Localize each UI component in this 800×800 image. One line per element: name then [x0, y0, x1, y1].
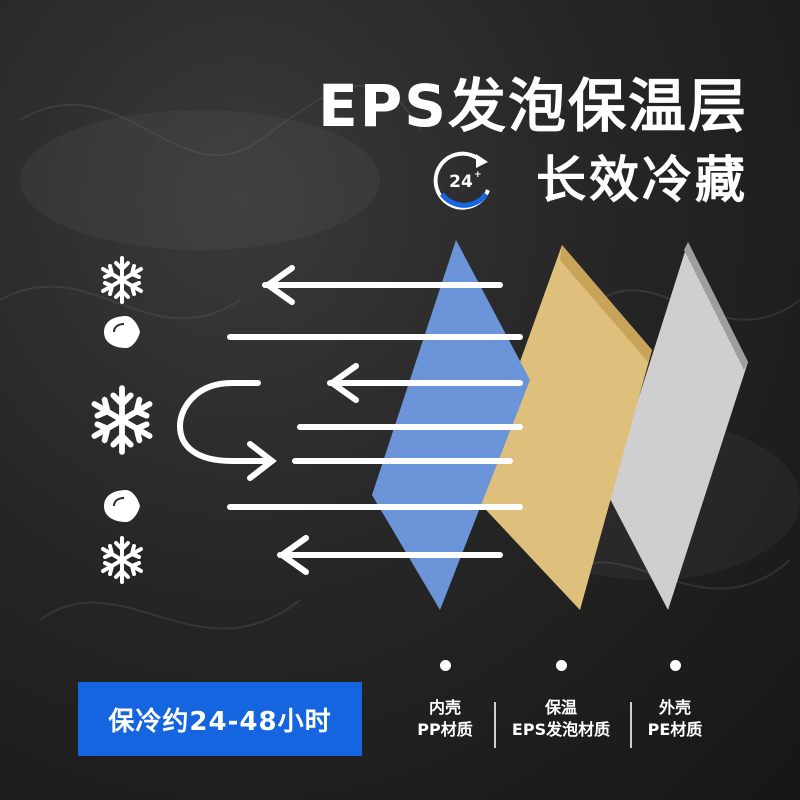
layer-name: 保温 — [544, 698, 577, 717]
snowflake-icon — [101, 536, 143, 584]
svg-text:+: + — [474, 170, 482, 180]
bullet-dot — [669, 660, 681, 671]
page-title: EPS发泡保温层 — [318, 72, 748, 140]
snowflake-icon — [101, 256, 143, 304]
droplet-icon — [103, 489, 141, 523]
layer-material: EPS发泡材质 — [511, 720, 611, 739]
cooling-duration-banner: 保冷约24-48小时 — [78, 682, 362, 756]
droplet-icon — [103, 315, 141, 349]
insulation-diagram — [0, 240, 748, 610]
snowflake-icon — [94, 388, 149, 452]
24-hour-icon: 24 + — [433, 151, 490, 210]
outer-shell-layer — [608, 242, 748, 610]
divider — [630, 702, 632, 748]
layer-item-insulation: 保温 EPS发泡材质 — [496, 660, 626, 741]
layer-item-outer-shell: 外壳 PE材质 — [610, 660, 740, 741]
eps-foam-layer — [472, 245, 652, 610]
layer-name: 内壳 — [428, 698, 461, 717]
layer-material: PP材质 — [417, 720, 473, 739]
bullet-dot — [439, 660, 451, 671]
24-hour-icon-label: 24 — [449, 172, 473, 192]
layer-name: 外壳 — [658, 698, 691, 717]
bullet-dot — [555, 660, 567, 671]
layer-material: PE材质 — [647, 720, 703, 739]
page-subtitle: 长效冷藏 — [536, 151, 748, 209]
layer-item-inner-shell: 内壳 PP材质 — [380, 660, 510, 741]
layer-legend: 内壳 PP材质 保温 EPS发泡材质 外壳 PE材质 — [380, 660, 780, 770]
cooling-duration-label: 保冷约24-48小时 — [108, 706, 332, 737]
divider — [494, 702, 496, 748]
